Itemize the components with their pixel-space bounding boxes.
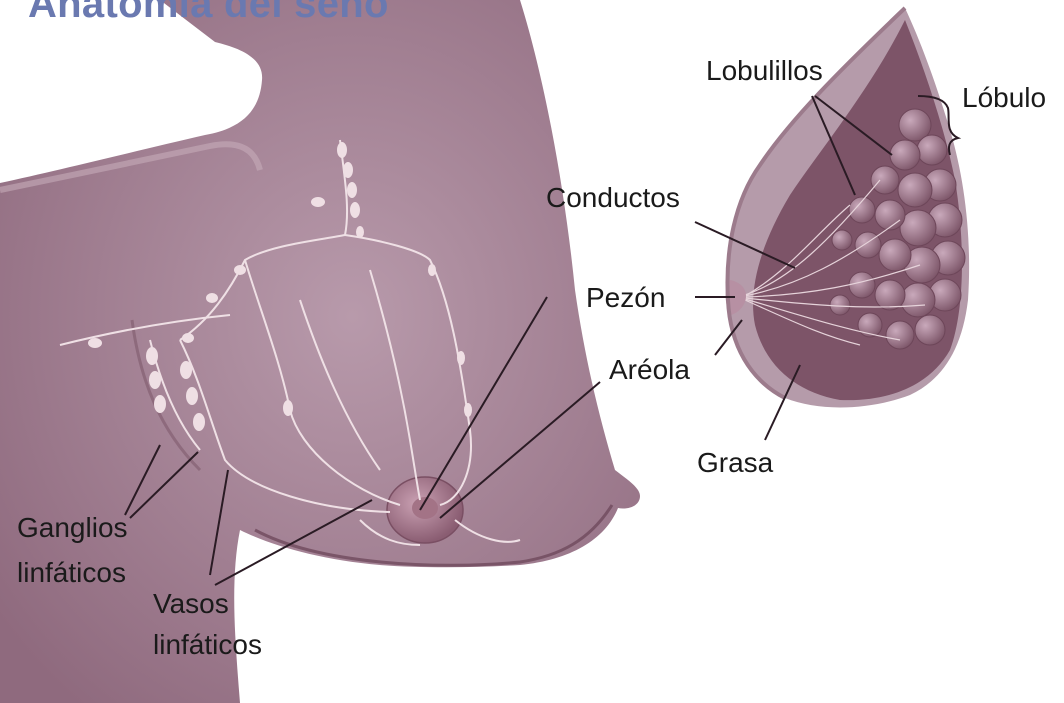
label-conductos: Conductos [546,182,680,214]
label-lobulo: Lóbulo [962,82,1046,114]
torso-silhouette [0,0,640,703]
label-ganglios-line2: linfáticos [17,557,126,589]
label-vasos-line1: Vasos [153,588,229,620]
label-ganglios-line1: Ganglios [17,512,128,544]
label-areola: Aréola [609,354,690,386]
page-title: Anatomía del seno [28,0,389,27]
torso-illustration [0,0,640,703]
label-grasa: Grasa [697,447,773,479]
label-pezon: Pezón [586,282,665,314]
label-vasos-line2: linfáticos [153,629,262,661]
label-lobulillos: Lobulillos [706,55,823,87]
